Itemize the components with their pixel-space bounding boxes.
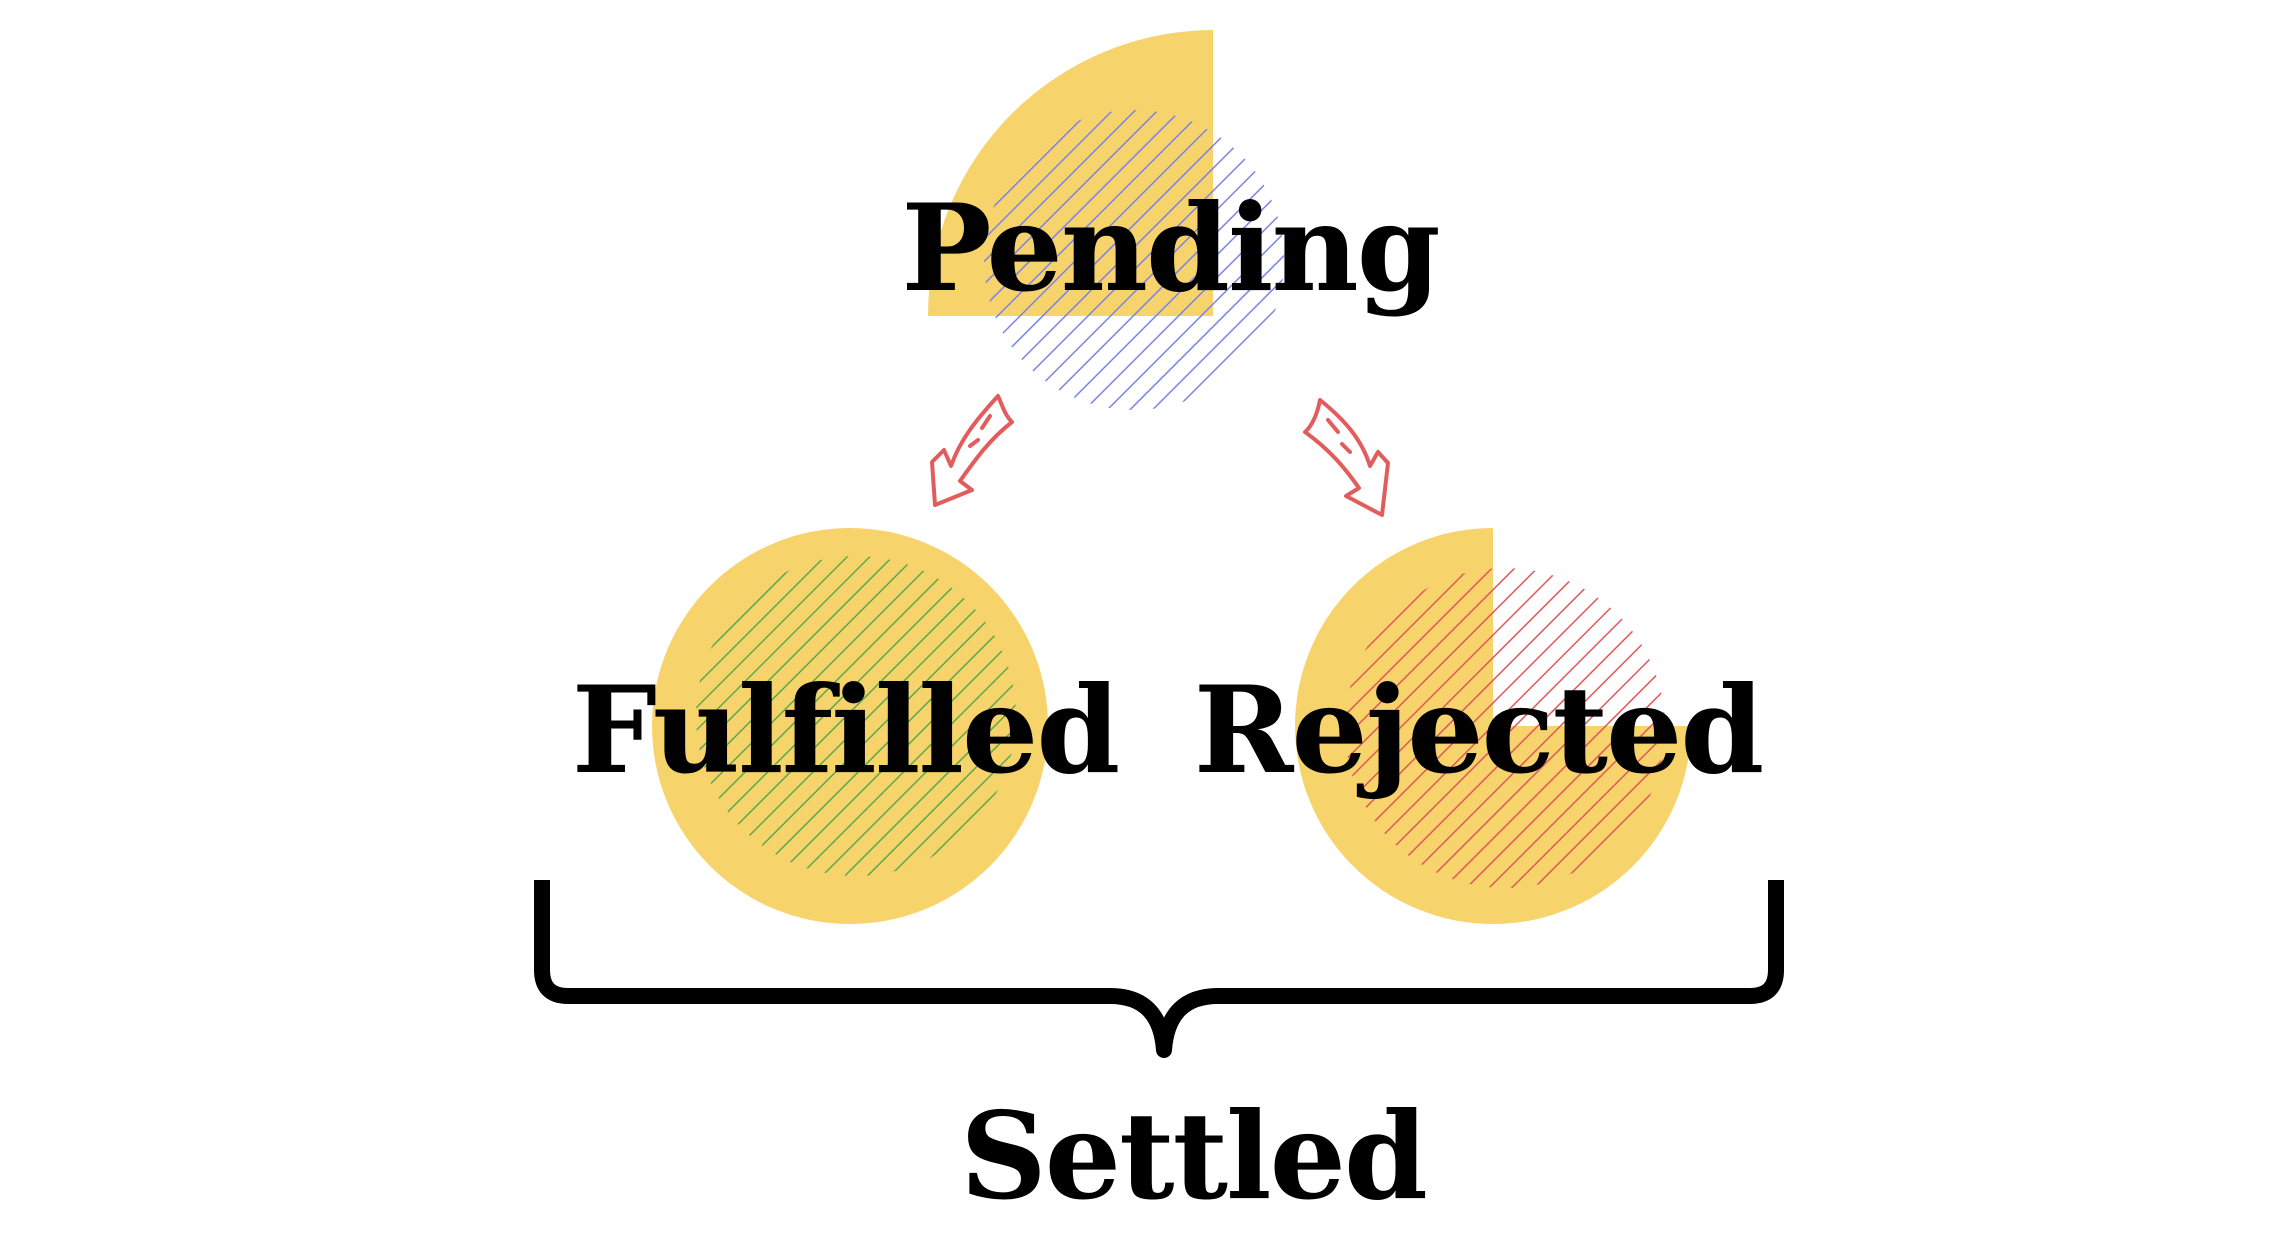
settled-label: Settled (960, 1086, 1426, 1227)
fulfilled-hatch-circle (696, 556, 1016, 876)
curved-arrow-icon-left (930, 394, 1014, 507)
fulfilled-state: Fulfilled (572, 528, 1120, 924)
pending-hatch-circle (984, 110, 1284, 410)
rejected-label: Rejected (1194, 660, 1763, 801)
rejected-hatch-circle (1345, 568, 1665, 888)
pending-state: Pending (901, 30, 1441, 410)
curved-arrow-icon-right (1303, 398, 1390, 517)
rejected-state: Rejected (1194, 528, 1764, 924)
curly-brace-icon (534, 880, 1784, 1058)
pending-label: Pending (901, 178, 1438, 319)
fulfilled-label: Fulfilled (572, 660, 1119, 801)
